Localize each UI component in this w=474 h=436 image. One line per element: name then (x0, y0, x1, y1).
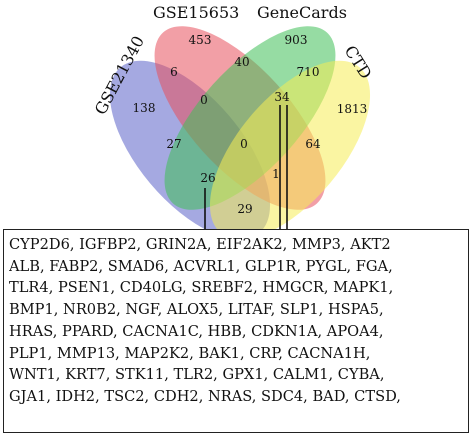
gene-list-line: WNT1, KRT7, STK11, TLR2, GPX1, CALM1, CY… (9, 366, 385, 384)
gene-list-line: GJA1, IDH2, TSC2, CDH2, NRAS, SDC4, BAD,… (9, 387, 401, 405)
ctd-ellipse (209, 60, 371, 240)
gene-list-line: CYP2D6, IGFBP2, GRIN2A, EIF2AK2, MMP3, A… (9, 236, 391, 253)
gene-list-line: HRAS, PPARD, CACNA1C, HBB, CDKN1A, APOA4… (9, 322, 384, 340)
count-genecards-ctd: 710 (297, 65, 320, 79)
count-gse15653-genecards: 40 (234, 55, 249, 69)
count-gse21340-ctd: 29 (237, 202, 252, 216)
gene-list-line: TLR4, PSEN1, CD40LG, SREBF2, HMGCR, MAPK… (9, 279, 394, 297)
count-gse21340-gse15653: 6 (170, 65, 178, 79)
gene-list-line: PLP1, MMP13, MAP2K2, BAK1, CRP, CACNA1H, (9, 344, 371, 362)
gene-list-line: BMP1, NR0B2, NGF, ALOX5, LITAF, SLP1, HS… (9, 301, 384, 319)
count-ctd-only: 1813 (337, 102, 368, 116)
count-gse15653-genecards-ctd: 34 (274, 90, 290, 104)
genecards-set-label: GeneCards (257, 3, 347, 22)
count-gse15653-only: 453 (189, 33, 212, 47)
count-gse21340-only: 138 (133, 101, 156, 115)
count-gse21340-gse15653-genecards: 0 (200, 93, 208, 107)
gene-list-box: CYP2D6, IGFBP2, GRIN2A, EIF2AK2, MMP3, A… (3, 229, 469, 433)
count-gse21340-genecards: 27 (166, 137, 181, 151)
count-all-four: 0 (240, 137, 248, 151)
count-gse21340-genecards-ctd: 26 (200, 171, 215, 185)
gse15653-set-label: GSE15653 (153, 3, 239, 22)
gene-list-line: ALB, FABP2, SMAD6, ACVRL1, GLP1R, PYGL, … (9, 257, 393, 275)
count-gse15653-ctd: 64 (305, 137, 321, 151)
count-gse21340-gse15653-ctd: 1 (272, 167, 280, 181)
count-genecards-only: 903 (285, 33, 308, 47)
